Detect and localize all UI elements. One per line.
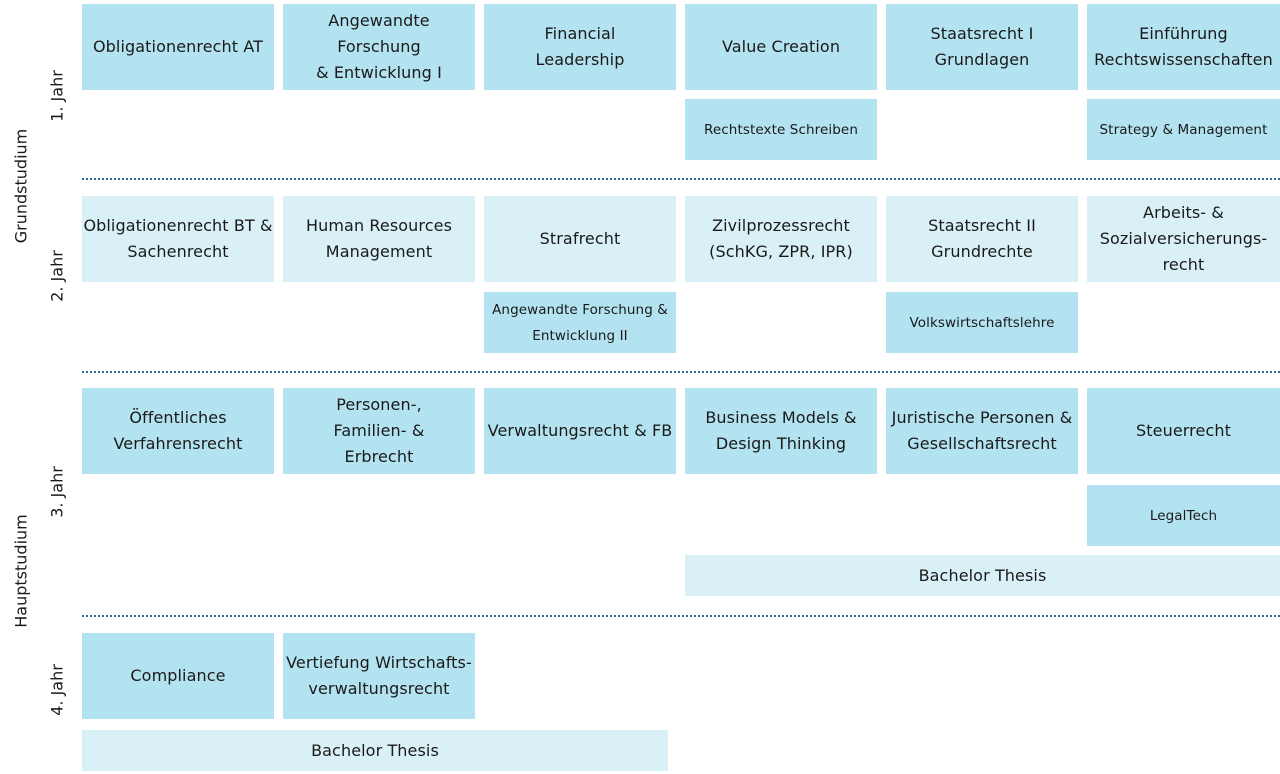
module-zivilprozessrecht: Zivilprozessrecht (SchKG, ZPR, IPR)	[685, 196, 877, 282]
separator-year2-year3	[82, 371, 1280, 373]
phase-label-hauptstudium: Hauptstudium	[11, 514, 31, 628]
module-human-resources: Human Resources Management	[283, 196, 475, 282]
module-vertiefung-wirtschaftsverwaltungsrecht: Vertiefung Wirtschafts- verwaltungsrecht	[283, 633, 475, 719]
phase-label-grundstudium: Grundstudium	[11, 128, 31, 244]
separator-year3-year4	[82, 615, 1280, 617]
module-obligationenrecht-bt: Obligationenrecht BT & Sachenrecht	[82, 196, 274, 282]
year-label-4: 4. Jahr	[47, 664, 67, 716]
module-angewandte-forschung-1: Angewandte Forschung & Entwicklung I	[283, 4, 475, 90]
module-verwaltungsrecht: Verwaltungsrecht & FB	[484, 388, 676, 474]
module-personen-familien-erbrecht: Personen-, Familien- & Erbrecht	[283, 388, 475, 474]
module-steuerrecht: Steuerrecht	[1087, 388, 1280, 474]
year-label-1: 1. Jahr	[47, 70, 67, 122]
module-bachelor-thesis-year3: Bachelor Thesis	[685, 555, 1280, 596]
module-angewandte-forschung-2: Angewandte Forschung & Entwicklung II	[484, 292, 676, 353]
module-strafrecht: Strafrecht	[484, 196, 676, 282]
module-compliance: Compliance	[82, 633, 274, 719]
year-label-3: 3. Jahr	[47, 466, 67, 518]
module-rechtstexte-schreiben: Rechtstexte Schreiben	[685, 99, 877, 160]
module-legaltech: LegalTech	[1087, 485, 1280, 546]
module-staatsrecht-2: Staatsrecht II Grundrechte	[886, 196, 1078, 282]
module-oeffentliches-verfahrensrecht: Öffentliches Verfahrensrecht	[82, 388, 274, 474]
module-einfuehrung-rechtswissenschaften: Einführung Rechtswissenschaften	[1087, 4, 1280, 90]
module-juristische-personen: Juristische Personen & Gesellschaftsrech…	[886, 388, 1078, 474]
module-strategy-management: Strategy & Management	[1087, 99, 1280, 160]
module-volkswirtschaftslehre: Volkswirtschaftslehre	[886, 292, 1078, 353]
year-label-2: 2. Jahr	[47, 250, 67, 302]
module-arbeits-sozialversicherungsrecht: Arbeits- & Sozialversicherungs- recht	[1087, 196, 1280, 282]
module-financial-leadership: Financial Leadership	[484, 4, 676, 90]
module-business-models: Business Models & Design Thinking	[685, 388, 877, 474]
module-obligationenrecht-at: Obligationenrecht AT	[82, 4, 274, 90]
module-staatsrecht-1: Staatsrecht I Grundlagen	[886, 4, 1078, 90]
separator-year1-year2	[82, 178, 1280, 180]
module-bachelor-thesis-year4: Bachelor Thesis	[82, 730, 668, 771]
module-value-creation: Value Creation	[685, 4, 877, 90]
